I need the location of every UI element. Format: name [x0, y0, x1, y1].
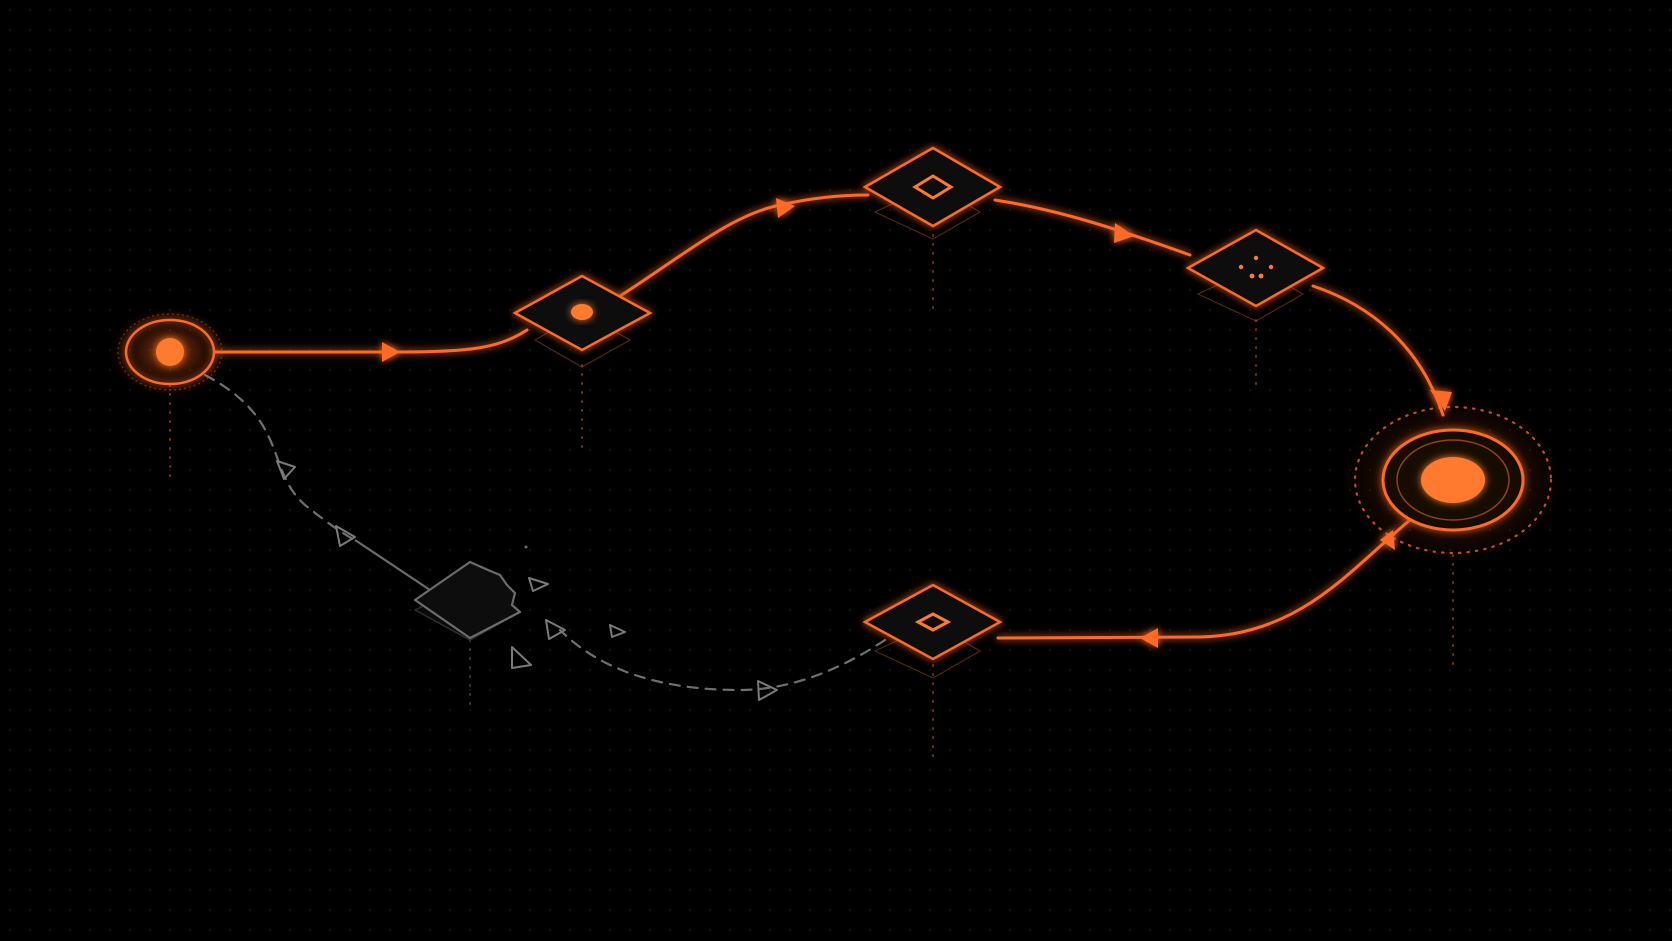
target-node[interactable]	[1343, 398, 1563, 562]
arrow-hollow-2	[335, 525, 356, 547]
step-3-node[interactable]	[1185, 228, 1326, 322]
arrow-hollow-1	[276, 460, 296, 480]
edge-step1-step2	[618, 193, 870, 298]
arrow-hollow-3	[528, 577, 549, 592]
drop-lines	[169, 234, 1454, 761]
broken-fragment	[524, 545, 528, 549]
start-ring	[124, 318, 216, 386]
inactive-path-solid	[354, 539, 431, 591]
broken-tile	[413, 560, 522, 640]
start-node[interactable]	[108, 307, 232, 397]
broken-node[interactable]	[413, 545, 528, 641]
step-2-node[interactable]	[862, 146, 1003, 240]
inactive-arrows	[276, 460, 778, 701]
edge-step2-step3	[993, 198, 1192, 257]
arrow-6	[1140, 628, 1158, 648]
edge-step4-broken	[558, 628, 887, 692]
edge-start-broken	[203, 373, 357, 542]
step-4-tile	[862, 583, 1003, 661]
edge-start-step1	[213, 328, 529, 354]
diamond-icon	[914, 612, 952, 632]
step-1-node[interactable]	[512, 274, 653, 368]
dot-icon	[571, 304, 593, 320]
arrow-hollow-4	[545, 619, 566, 640]
diamond-icon	[912, 174, 954, 200]
inactive-paths	[203, 373, 887, 692]
arrow-hollow-5	[511, 646, 532, 669]
arrow-1	[382, 342, 400, 362]
target-dotted-ring	[1353, 405, 1553, 555]
arrow-hollow-7	[757, 680, 778, 701]
start-outer-ring	[117, 313, 223, 391]
step-4-node[interactable]	[862, 583, 1003, 679]
arrow-2	[776, 198, 795, 218]
arrow-hollow-6	[609, 624, 626, 638]
arrow-3	[1114, 223, 1134, 243]
step-2-tile	[862, 146, 1003, 228]
start-dot	[156, 338, 184, 366]
dots-icon	[1238, 255, 1274, 279]
target-dot	[1421, 457, 1485, 503]
step-3-tile	[1185, 228, 1326, 308]
target-inner-ring	[1396, 439, 1510, 521]
